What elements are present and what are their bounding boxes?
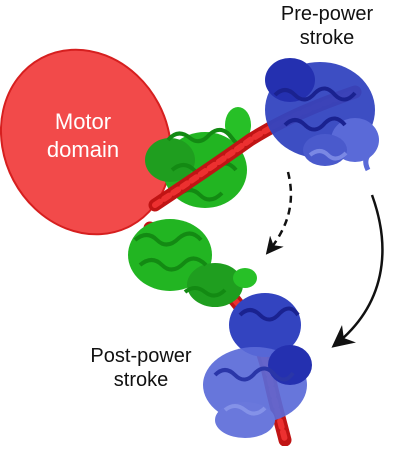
lower-light-chain — [128, 219, 257, 307]
pre-power-stroke-label-line2: stroke — [299, 27, 355, 49]
pre-power-calmodulin — [265, 58, 379, 172]
solid-stroke-arrow — [331, 194, 384, 348]
pre-power-stroke-label: Pre-power stroke — [262, 2, 392, 50]
dashed-stroke-arrow — [265, 171, 293, 255]
pre-power-stroke-label-line1: Pre-power — [280, 3, 374, 25]
post-power-stroke-label: Post-power stroke — [76, 344, 206, 392]
motor-domain-ellipse — [0, 48, 173, 236]
post-power-stroke-label-line1: Post-power — [90, 345, 192, 367]
motor-domain-label-line1: Motor — [54, 109, 112, 134]
post-power-calmodulin — [203, 293, 312, 438]
motor-domain-label-line2: domain — [46, 137, 120, 162]
post-power-stroke-label-line2: stroke — [113, 369, 169, 391]
motor-domain-label: Motor domain — [18, 108, 148, 164]
